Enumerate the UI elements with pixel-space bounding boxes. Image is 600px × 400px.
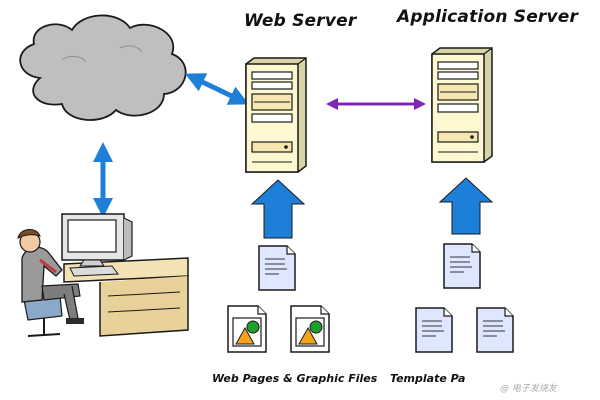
person-at-computer-icon (17, 213, 189, 337)
web-server-icon (245, 57, 307, 173)
graphic-file-icon (227, 305, 267, 353)
web-files-caption: Web Pages & Graphic Files (212, 372, 378, 385)
document-icon (476, 307, 514, 353)
application-server-icon (431, 47, 493, 163)
cloud-webserver-arrow (184, 73, 250, 105)
web-server-label: Web Server (244, 11, 357, 31)
cloud-icon (19, 14, 187, 121)
document-icon (415, 307, 453, 353)
web-files-upload-arrow (250, 179, 306, 239)
document-icon (258, 245, 296, 291)
template-caption: Template Pa (390, 372, 466, 385)
application-server-label: Application Server (397, 7, 579, 27)
graphic-file-icon (290, 305, 330, 353)
template-upload-arrow (438, 177, 494, 235)
watermark: @ 电子发烧友 (500, 384, 557, 394)
document-icon (443, 243, 481, 289)
